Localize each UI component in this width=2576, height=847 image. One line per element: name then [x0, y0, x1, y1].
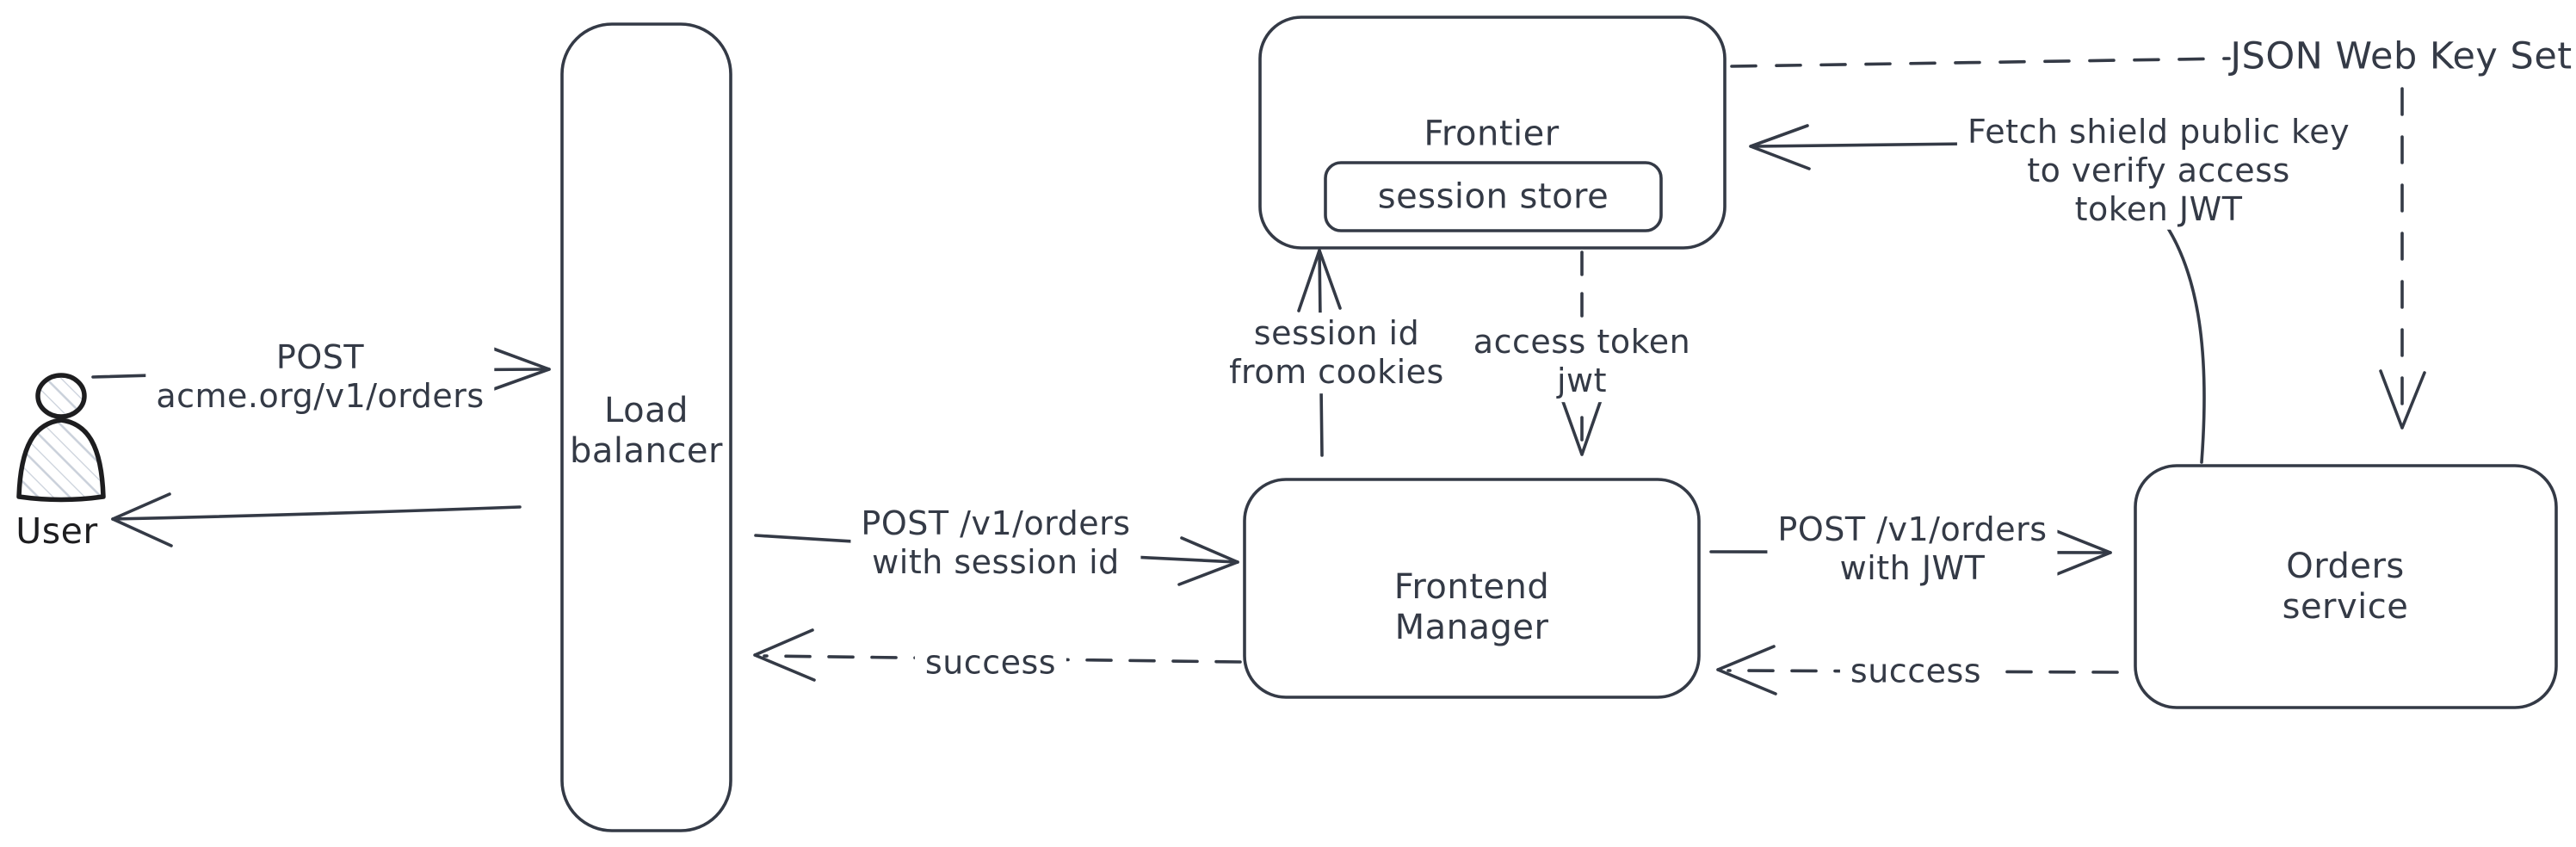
edge-label-fetch-public-key: Fetch shield public key to verify access… — [1956, 110, 2361, 231]
load-balancer-box — [560, 22, 732, 832]
load-balancer-label: Load balancer — [570, 390, 723, 471]
edge-lb-to-user — [111, 492, 522, 547]
person-icon — [16, 373, 106, 503]
edge-label-access-token-jwt: access token jwt — [1462, 321, 1702, 402]
edge-label-post-acme: POST acme.org/v1/orders — [145, 337, 495, 417]
frontend-manager-label: Frontend Manager — [1393, 566, 1550, 647]
jwks-label: JSON Web Key Set — [2230, 34, 2573, 78]
user-label: User — [15, 510, 98, 552]
edge-label-success-right: success — [1839, 650, 1992, 693]
session-store-label: session store — [1377, 176, 1609, 217]
frontend-manager-box — [1243, 478, 1701, 699]
edge-label-session-id-cookies: session id from cookies — [1219, 312, 1455, 393]
orders-service-box — [2134, 464, 2558, 709]
frontier-label: Frontier — [1424, 114, 1560, 154]
edge-label-success-left: success — [914, 641, 1067, 684]
edge-label-post-jwt: POST /v1/orders with JWT — [1767, 509, 2058, 590]
edge-jwks-to-orders — [2379, 87, 2426, 430]
edge-frontier-to-jwks — [1730, 57, 2231, 68]
orders-service-label: Orders service — [2282, 546, 2409, 627]
edge-label-post-session-id: POST /v1/orders with session id — [850, 503, 1141, 584]
session-store-box — [1324, 161, 1663, 232]
